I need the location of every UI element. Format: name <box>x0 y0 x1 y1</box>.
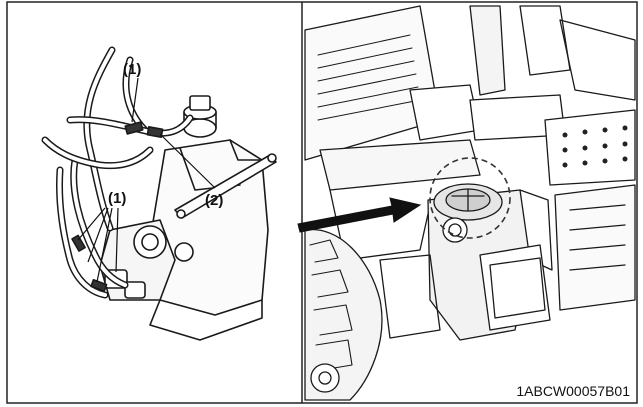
callout-label-1-bottom: (1) <box>108 190 126 207</box>
callout-label-2: (2) <box>205 192 223 209</box>
callout-label-1-top: (1) <box>123 61 141 78</box>
left-panel-drawing <box>41 46 277 341</box>
figure-code: 1ABCW00057B01 <box>516 383 630 399</box>
right-arrow <box>297 197 422 233</box>
callout-leaders <box>77 77 216 283</box>
right-panel-drawing <box>304 5 636 401</box>
highlight-circle <box>429 157 511 239</box>
